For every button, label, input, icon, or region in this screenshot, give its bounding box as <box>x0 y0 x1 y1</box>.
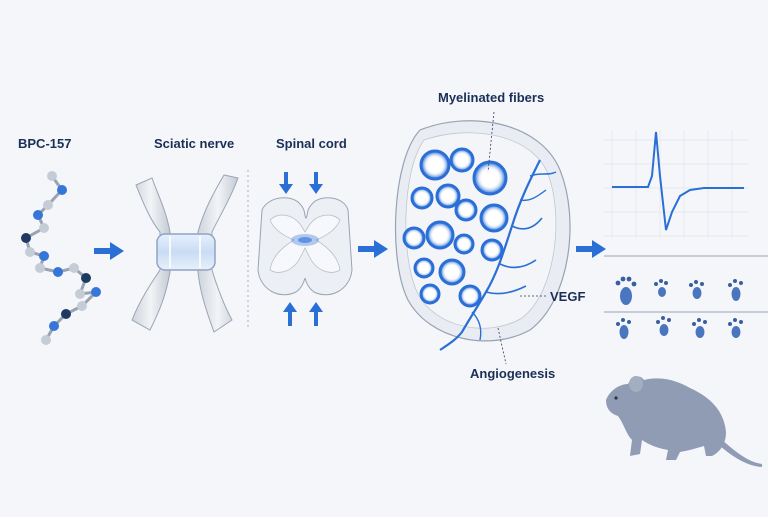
spinal-cross-section-icon <box>257 172 353 326</box>
label-peptide: BPC-157 <box>18 136 72 151</box>
label-vegf: VEGF <box>550 289 586 304</box>
rat-icon <box>606 376 762 467</box>
arrow-right-icon <box>94 242 124 260</box>
emg-trace-icon <box>604 130 768 257</box>
nerve-conduit-icon <box>131 174 239 333</box>
arrow-right-icon <box>358 240 388 258</box>
label-spinal-cord: Spinal cord <box>276 136 347 151</box>
footprint-icon <box>616 316 743 339</box>
nerve-cross-section-icon <box>394 111 571 365</box>
peptide-molecule-icon <box>21 171 101 345</box>
label-angiogenesis: Angiogenesis <box>470 366 556 381</box>
label-sciatic-nerve: Sciatic nerve <box>154 136 235 151</box>
label-myelinated-fibers: Myelinated fibers <box>438 90 545 105</box>
footprint-icon <box>615 276 743 305</box>
arrow-right-icon <box>576 240 606 258</box>
